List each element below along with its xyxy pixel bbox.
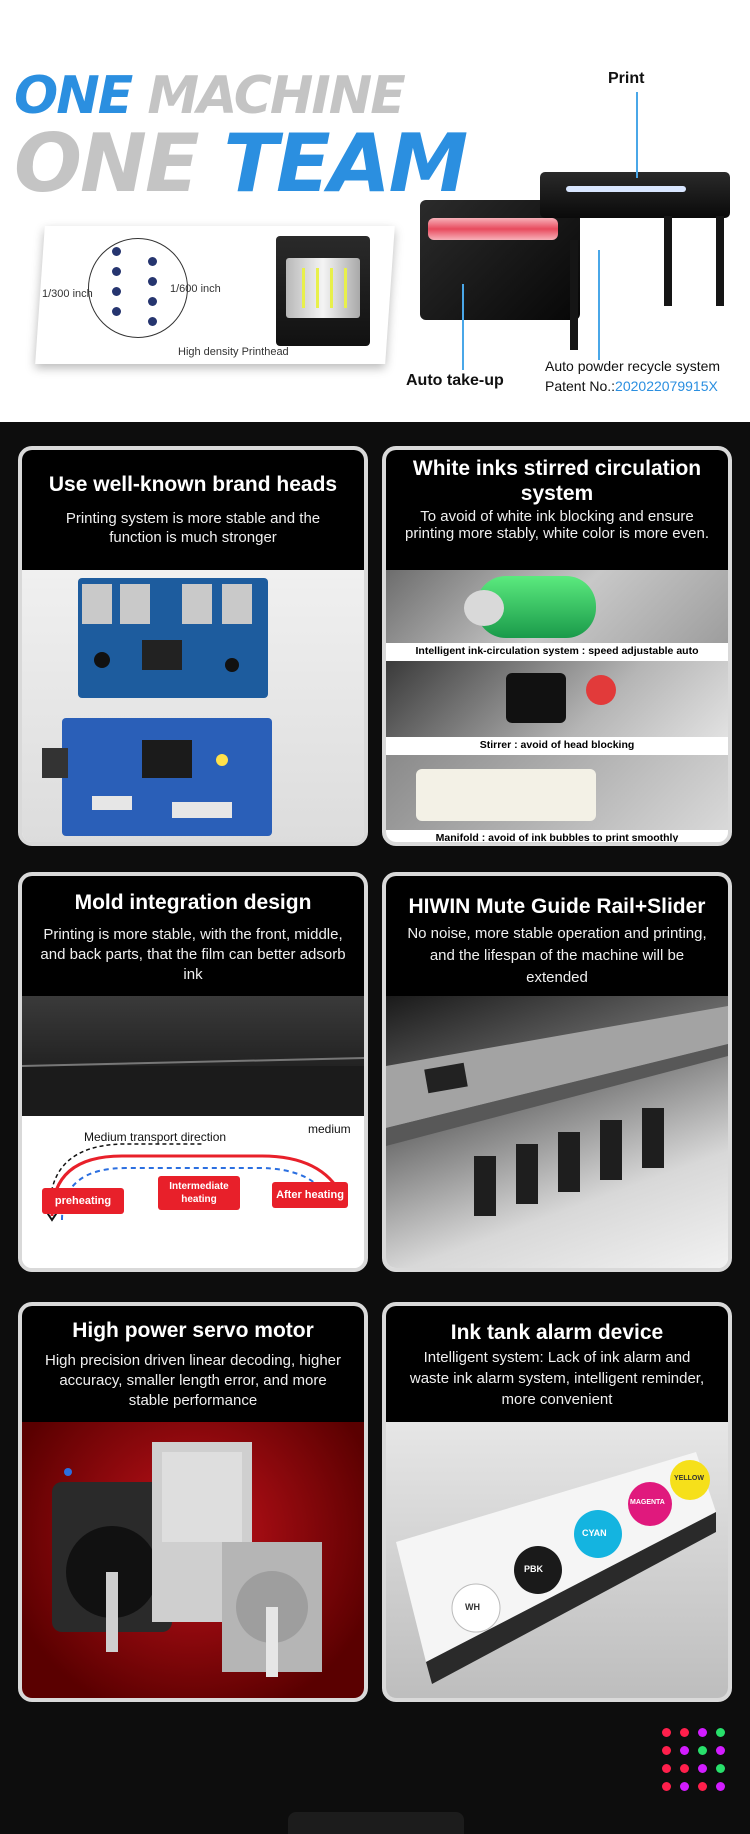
title-word-one-2: ONE — [14, 117, 200, 210]
tank-label-magenta: MAGENTA — [630, 1499, 665, 1506]
nozzle-dot — [112, 307, 121, 316]
nozzle-dot — [148, 297, 157, 306]
patent-number: 202022079915X — [615, 378, 718, 394]
patent-prefix: Patent No.: — [545, 378, 616, 394]
stirrer-image: Stirrer : avoid of head blocking — [386, 661, 728, 753]
print-label: Print — [608, 70, 645, 87]
tank-label-yellow: YELLOW — [674, 1475, 704, 1482]
dot — [662, 1746, 671, 1755]
panel-title: White inks stirred circulation system — [412, 457, 702, 505]
sub-caption: Intelligent ink-circulation system : spe… — [386, 643, 728, 659]
zone-after-heating: After heating — [272, 1182, 348, 1208]
panel-title: Ink tank alarm device — [450, 1321, 664, 1344]
dot — [680, 1746, 689, 1755]
dot — [698, 1782, 707, 1791]
label-1-600: 1/600 inch — [170, 283, 221, 295]
title-word-one: ONE — [14, 66, 133, 126]
printer-machine-image — [420, 160, 730, 360]
print-callout-line — [636, 92, 638, 178]
panel-ink-tank-alarm: Ink tank alarm device Intelligent system… — [382, 1302, 732, 1702]
printhead-image — [276, 236, 370, 346]
panel-title: HIWIN Mute Guide Rail+Slider — [408, 895, 706, 918]
ink-tank-image: WH PBK CYAN MAGENTA YELLOW — [386, 1422, 728, 1698]
label-1-300: 1/300 inch — [42, 288, 93, 300]
panel-hiwin-guide-rail: HIWIN Mute Guide Rail+Slider No noise, m… — [382, 872, 732, 1272]
nozzle-dot — [148, 277, 157, 286]
patent-line: Patent No.:202022079915X — [545, 378, 718, 394]
title-word-machine: MACHINE — [147, 66, 405, 126]
tank-label-cyan: CYAN — [582, 1528, 607, 1538]
auto-takeup-label: Auto take-up — [406, 372, 504, 389]
tank-label-white: WH — [465, 1602, 480, 1612]
dot — [680, 1764, 689, 1773]
panel-description: High precision driven linear decoding, h… — [44, 1352, 341, 1409]
heating-zones-diagram: Medium transport direction medium prehea… — [22, 1116, 364, 1268]
dot — [662, 1764, 671, 1773]
medium-label: medium — [308, 1122, 351, 1136]
dot — [698, 1728, 707, 1737]
dot — [698, 1746, 707, 1755]
panel-header: Ink tank alarm device Intelligent system… — [386, 1306, 728, 1422]
dot — [716, 1728, 725, 1737]
panel-title: High power servo motor — [72, 1319, 314, 1342]
powder-label: Auto powder recycle system — [545, 358, 721, 374]
panel-header: High power servo motor High precision dr… — [22, 1306, 364, 1422]
nozzle-diagram — [88, 238, 188, 338]
bottom-tab — [288, 1812, 464, 1834]
sub-caption: Stirrer : avoid of head blocking — [386, 737, 728, 753]
takeup-callout-line — [462, 284, 464, 370]
nozzle-dot — [112, 247, 121, 256]
panel-servo-motor: High power servo motor High precision dr… — [18, 1302, 368, 1702]
tank-label-black: PBK — [524, 1564, 544, 1574]
manifold-image: Manifold : avoid of ink bubbles to print… — [386, 755, 728, 842]
dot — [662, 1728, 671, 1737]
nozzle-dot — [112, 267, 121, 276]
panel-header: Mold integration design Printing is more… — [22, 876, 364, 996]
dot — [716, 1782, 725, 1791]
panel-brand-heads: Use well-known brand heads Printing syst… — [18, 446, 368, 846]
circulation-image: Intelligent ink-circulation system : spe… — [386, 570, 728, 659]
nozzle-dot — [112, 287, 121, 296]
hero-section: ONE MACHINE ONE TEAM 1/300 inch 1/600 in… — [0, 0, 750, 422]
panel-title: Mold integration design — [74, 891, 312, 914]
panel-mold-integration: Mold integration design Printing is more… — [18, 872, 368, 1272]
transport-direction-label: Medium transport direction — [84, 1130, 227, 1144]
panel-description: Intelligent system: Lack of ink alarm an… — [409, 1349, 705, 1408]
panel-white-ink-circulation: White inks stirred circulation system To… — [382, 446, 732, 846]
dot — [716, 1746, 725, 1755]
decorative-dot-grid — [662, 1728, 726, 1792]
servo-motor-image — [22, 1422, 364, 1698]
panel-header: Use well-known brand heads Printing syst… — [22, 450, 364, 570]
panel-description: To avoid of white ink blocking and ensur… — [404, 508, 709, 542]
dot — [680, 1728, 689, 1737]
nozzle-dot — [148, 317, 157, 326]
zone-preheating: preheating — [42, 1188, 124, 1214]
panel-description: Printing is more stable, with the front,… — [40, 926, 346, 983]
dot — [716, 1764, 725, 1773]
panel-header: HIWIN Mute Guide Rail+Slider No noise, m… — [386, 876, 728, 996]
panel-header: White inks stirred circulation system To… — [386, 450, 728, 570]
panel-description: No noise, more stable operation and prin… — [407, 925, 707, 986]
nozzle-dot — [148, 257, 157, 266]
panel-title: Use well-known brand heads — [48, 473, 338, 496]
zone-intermediate-heating: Intermediate heating — [158, 1176, 240, 1210]
guide-rail-image — [386, 996, 728, 1268]
dot — [680, 1782, 689, 1791]
circuit-boards-image — [22, 570, 364, 842]
sub-caption: Manifold : avoid of ink bubbles to print… — [386, 830, 728, 842]
title-word-team: TEAM — [223, 117, 468, 210]
printhead-caption: High density Printhead — [178, 346, 289, 358]
panel-description: Printing system is more stable and the f… — [65, 510, 321, 546]
dot — [698, 1764, 707, 1773]
powder-callout-line — [598, 250, 600, 360]
dot — [662, 1782, 671, 1791]
hero-title: ONE MACHINE ONE TEAM — [14, 70, 468, 204]
platen-image — [22, 996, 364, 1116]
